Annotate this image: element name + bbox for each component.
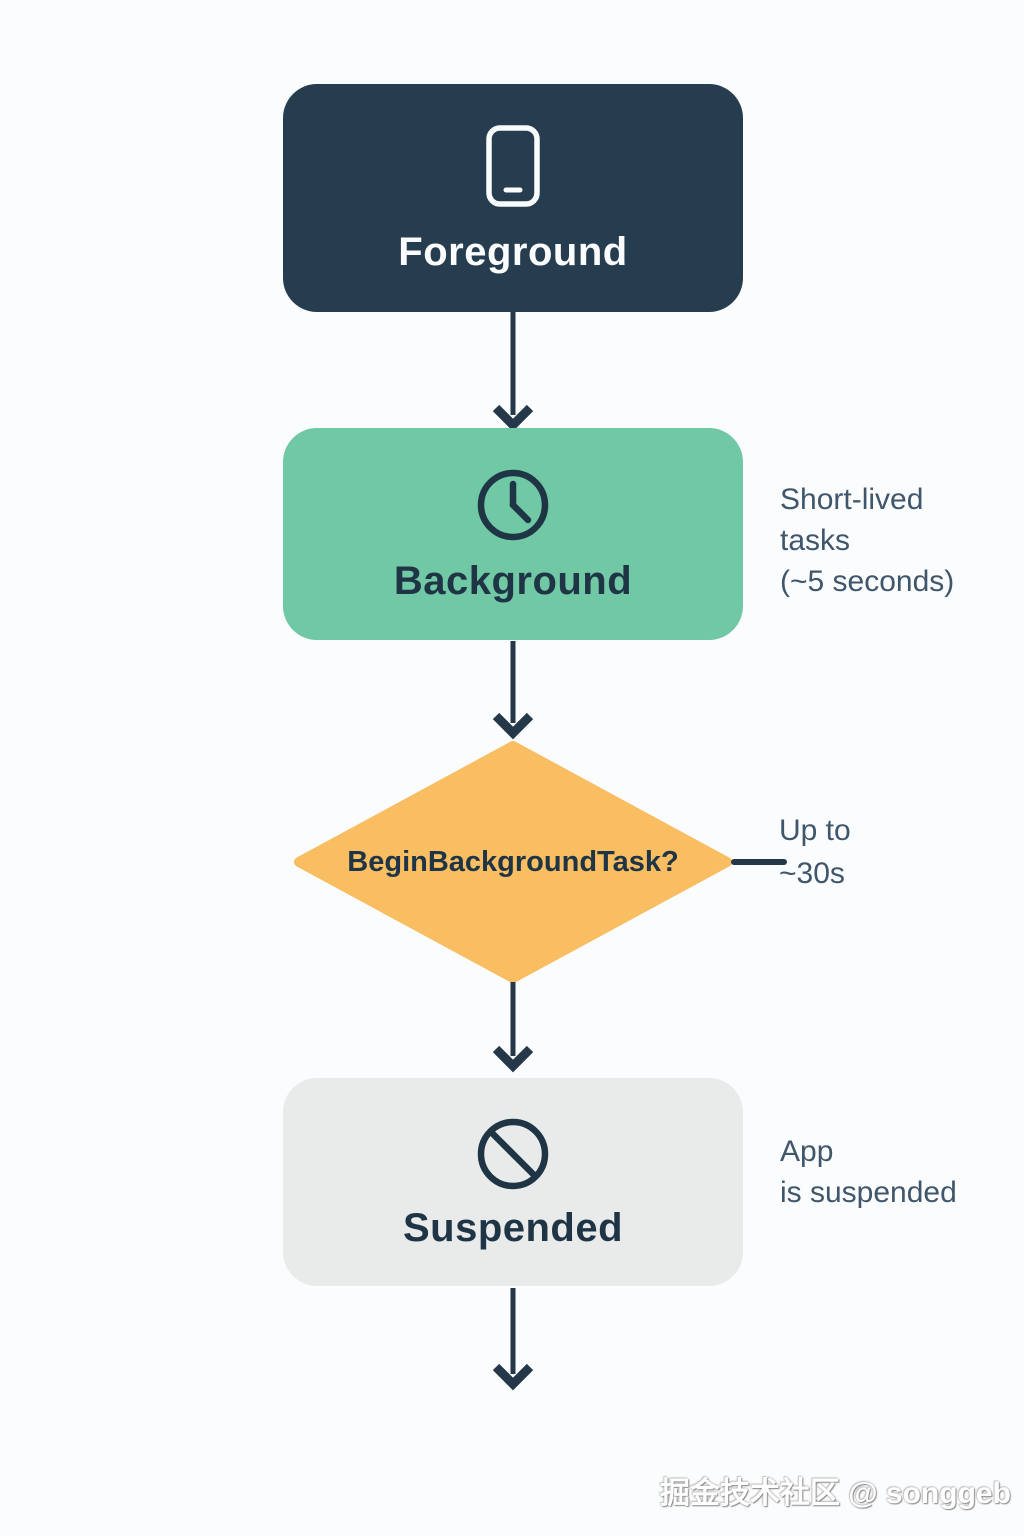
arrow-decision-to-suspended [483,982,543,1074]
smartphone-icon [485,124,541,208]
decision-label: BeginBackgroundTask? [347,845,679,878]
node-background: Background [283,428,743,640]
foreground-label: Foreground [398,230,628,274]
clock-icon [475,467,551,543]
arrow-foreground-to-background [483,311,543,433]
watermark: 掘金技术社区 @ songgeb [660,1477,1011,1510]
node-foreground: Foreground [283,84,743,312]
no-entry-icon [475,1116,551,1192]
background-label: Background [393,559,633,603]
decision-annotation-line2: ~30s [779,857,845,890]
arrow-background-to-decision [483,641,543,741]
arrow-suspended-down [483,1288,543,1392]
suspended-annotation-line2: is suspended [780,1176,957,1209]
arrow-down-icon [492,982,534,1073]
decision-annotation-connector [731,859,787,865]
background-annotation-line3: (~5 seconds) [780,565,955,598]
background-annotation: Short-lived tasks (~5 seconds) [780,479,954,602]
decision-annotation-line1: Up to [779,814,851,847]
background-annotation-line2: tasks [780,524,851,557]
suspended-label: Suspended [402,1206,624,1250]
arrow-down-icon [492,641,534,740]
diamond-shape [294,741,732,983]
suspended-annotation-line1: App [780,1135,834,1168]
suspended-annotation: App is suspended [780,1131,957,1213]
node-decision: BeginBackgroundTask? [293,740,733,984]
arrow-down-icon [492,1288,534,1391]
node-suspended: Suspended [283,1078,743,1286]
background-annotation-line1: Short-lived [780,483,924,516]
arrow-down-icon [492,311,534,432]
decision-annotation: Up to ~30s [779,809,851,895]
